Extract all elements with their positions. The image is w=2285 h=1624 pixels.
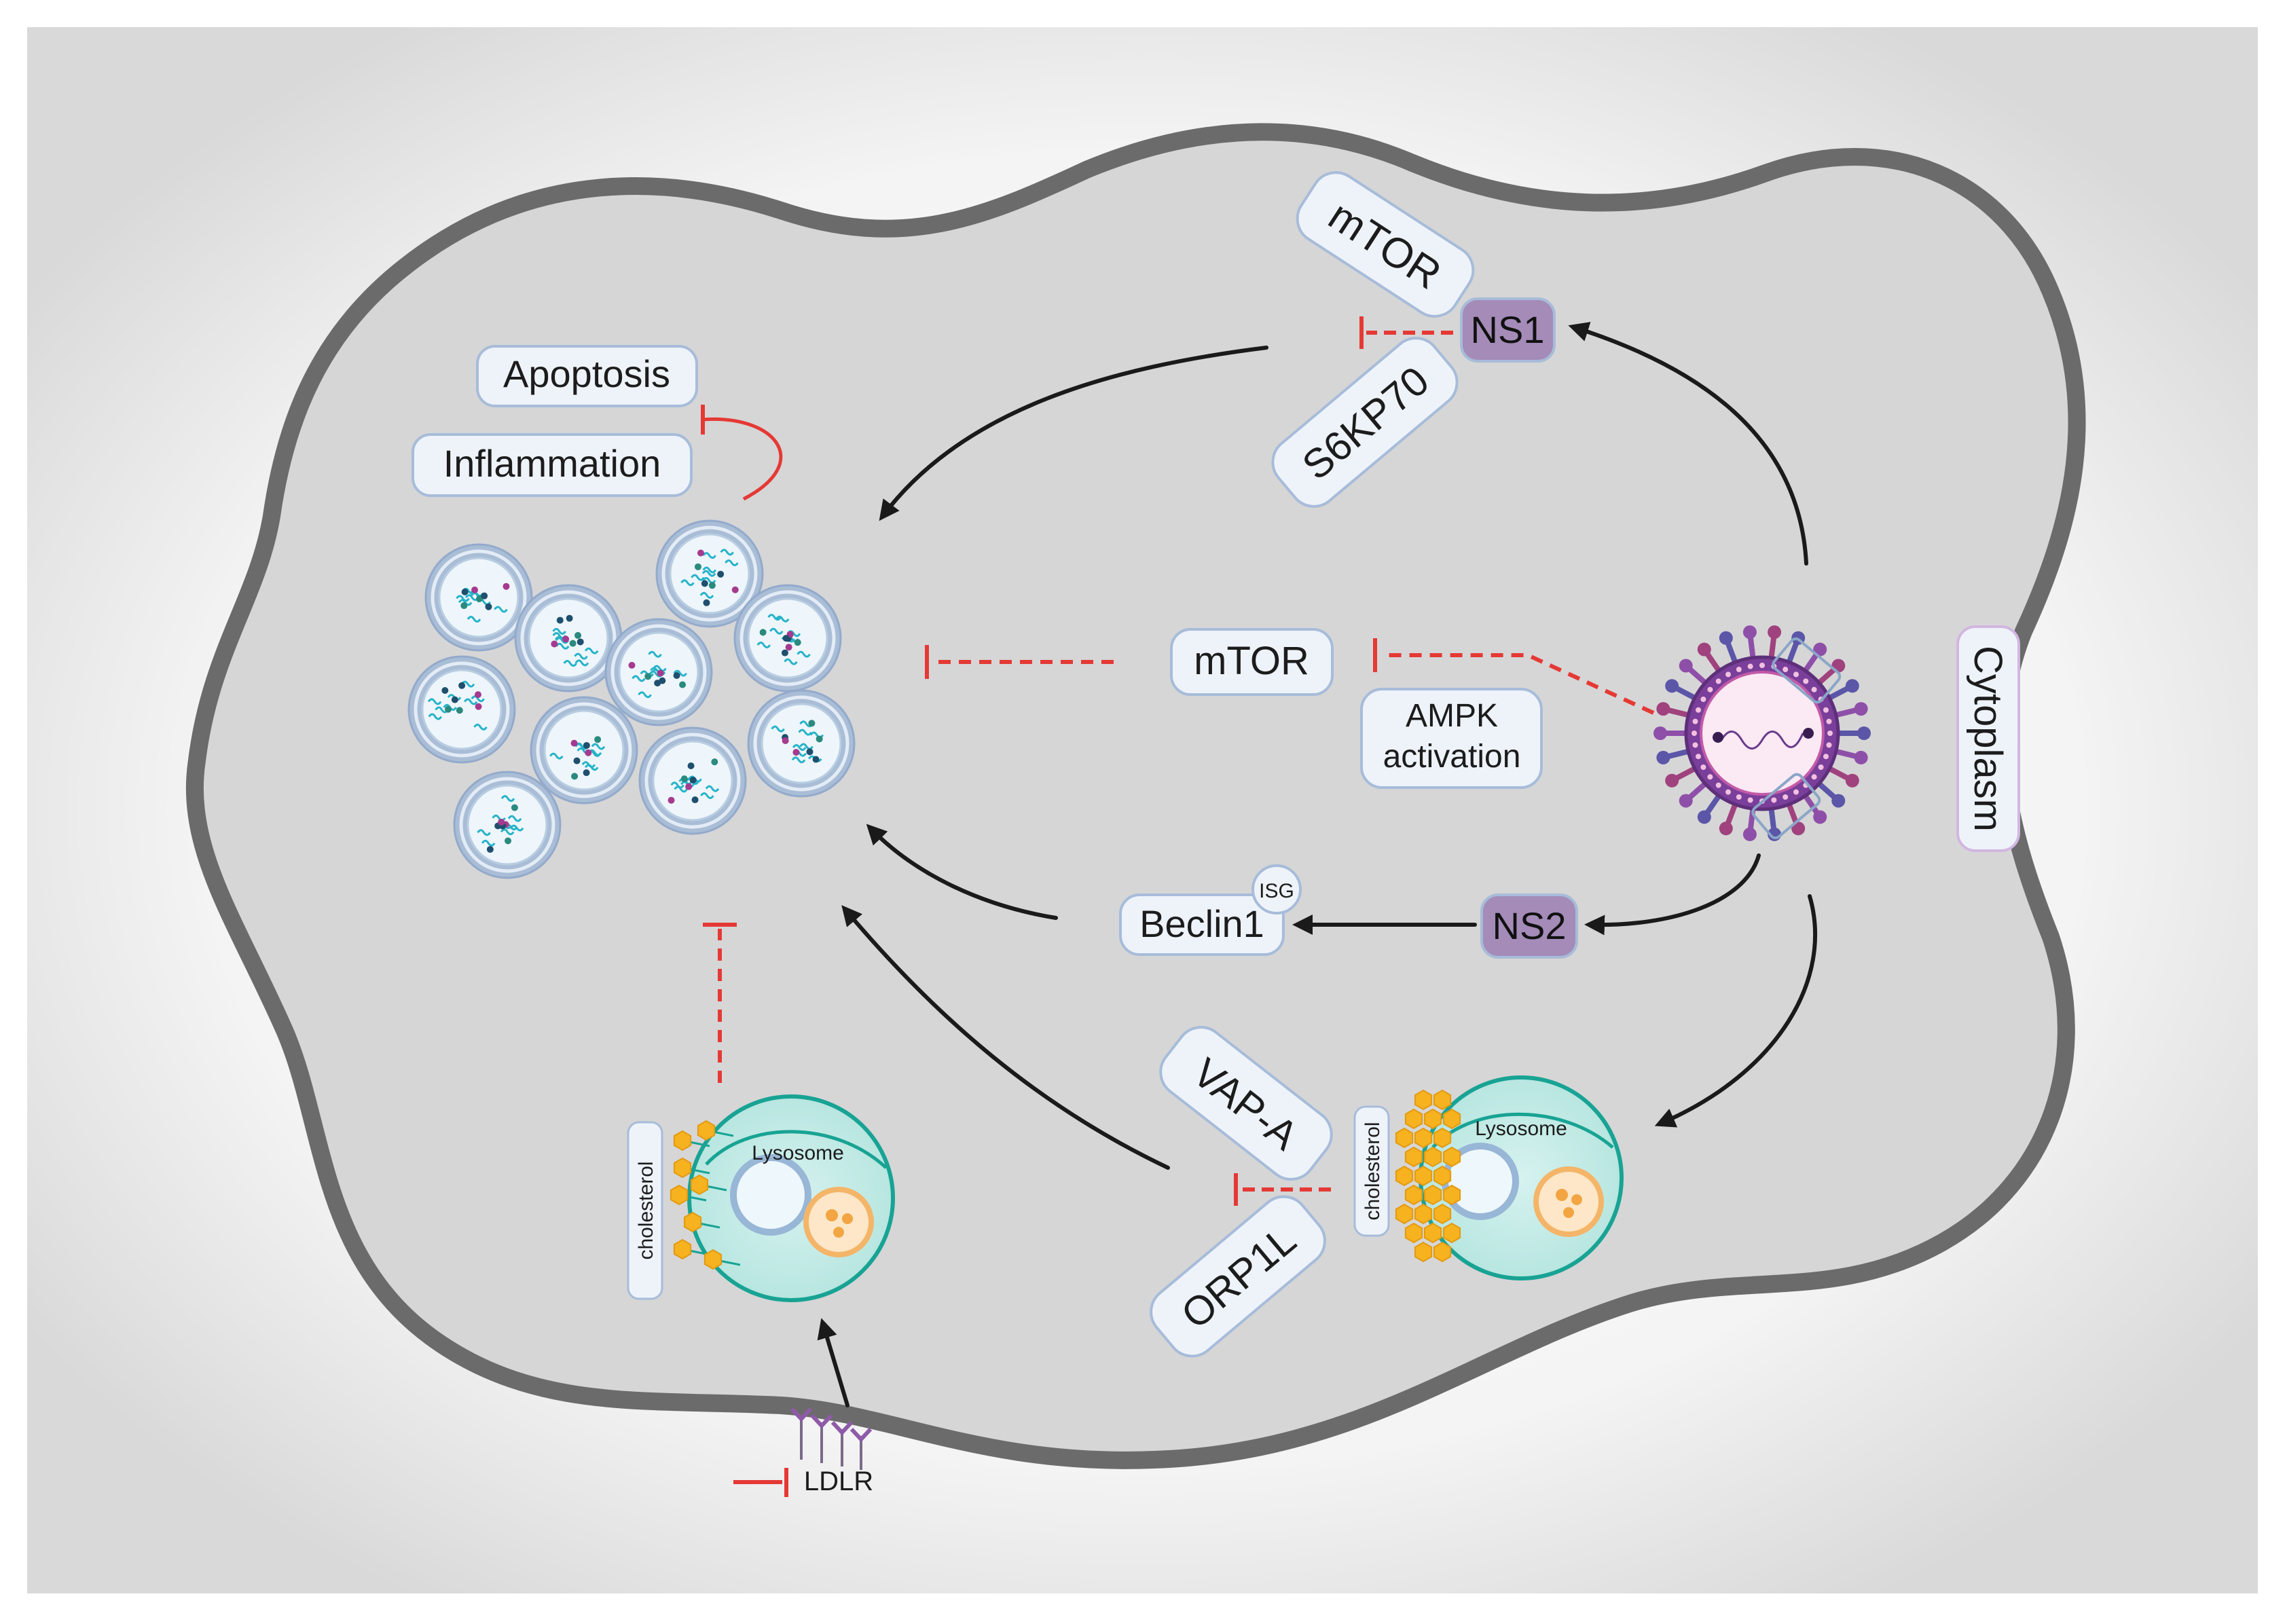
cholesterol-cluster-right <box>1395 1089 1461 1263</box>
apoptosis-label-box: Apoptosis <box>476 345 698 407</box>
cholesterol-left-label: cholesterol <box>635 1161 657 1259</box>
autophagosome <box>407 655 516 764</box>
virus-mtor-inhibition <box>1373 638 1655 715</box>
isg-label: ISG <box>1259 880 1294 902</box>
ampk-activation-label-box: AMPK activation <box>1360 688 1543 789</box>
cholesterol-right-label: cholesterol <box>1361 1122 1384 1220</box>
arrow-ldlr-to-left-lysosome <box>817 1318 849 1407</box>
ldlr-inhibition <box>733 1468 788 1497</box>
arrow-ns1-to-autophagosomes <box>879 346 1268 521</box>
activation-arrows <box>817 322 1817 1407</box>
lysosome-left-label: Lysosome <box>752 1142 844 1164</box>
beclin1-label: Beclin1 <box>1139 902 1264 945</box>
ldlr-label: LDLR <box>804 1466 873 1496</box>
vapa-orp1l-inhibition <box>1234 1173 1331 1206</box>
arrow-virus-to-ns2 <box>1584 853 1761 936</box>
arrow-beclin1-to-autophagosomes <box>866 824 1058 920</box>
ldlr-receptor-icon <box>790 1407 873 1470</box>
autophagosome <box>733 584 842 693</box>
isg-badge <box>1251 864 1302 915</box>
virus-icon <box>1653 625 1871 841</box>
mtor-center-label: mTOR <box>1194 639 1309 683</box>
lysosome-right-label: Lysosome <box>1475 1118 1567 1140</box>
autophagosome <box>514 584 623 693</box>
ns1-mtor-inhibition <box>1359 316 1453 349</box>
cholesterol-cluster-left <box>670 1120 741 1270</box>
inflammation-apoptosis-inhibition <box>701 405 783 501</box>
left-lysosome-icon: Lysosome <box>670 1094 895 1302</box>
ns1-label: NS1 <box>1471 308 1545 351</box>
autophagosome <box>747 689 856 798</box>
arrow-virus-to-ns1 <box>1568 322 1808 566</box>
autophagosome <box>638 726 747 835</box>
apoptosis-label: Apoptosis <box>503 352 670 395</box>
cholesterol-right-label-box: cholesterol <box>1353 1105 1390 1237</box>
right-lysosome-icon: Lysosome <box>1395 1075 1624 1280</box>
autophagosome <box>530 696 638 805</box>
ampk-label-line2: activation <box>1383 739 1521 775</box>
left-lysosome-inhibition <box>703 923 737 1083</box>
arrow-right-lysosome-to-autophagosomes <box>841 905 1170 1170</box>
ns2-label-box: NS2 <box>1480 893 1578 959</box>
autophagosome-cluster <box>407 519 856 879</box>
cytoplasm-label: Cytoplasm <box>1966 646 2010 832</box>
autophagosome <box>604 618 713 726</box>
ns1-label-box: NS1 <box>1460 297 1556 363</box>
autophagosome <box>424 543 533 652</box>
ampk-label-line1: AMPK <box>1406 698 1498 734</box>
mtor-center-label-box: mTOR <box>1170 628 1334 696</box>
cholesterol-left-label-box: cholesterol <box>627 1121 663 1300</box>
inflammation-label-box: Inflammation <box>412 433 693 497</box>
mtor-autophagy-inhibition <box>925 645 1114 679</box>
autophagosome <box>655 519 764 628</box>
cytoplasm-label-box: Cytoplasm <box>1956 625 2020 852</box>
inflammation-label: Inflammation <box>443 442 661 485</box>
beclin1-label-box: Beclin1 ISG <box>1119 864 1302 956</box>
arrow-virus-to-right-lysosome <box>1654 894 1817 1128</box>
ns2-label: NS2 <box>1493 904 1567 947</box>
autophagosome <box>453 771 562 879</box>
